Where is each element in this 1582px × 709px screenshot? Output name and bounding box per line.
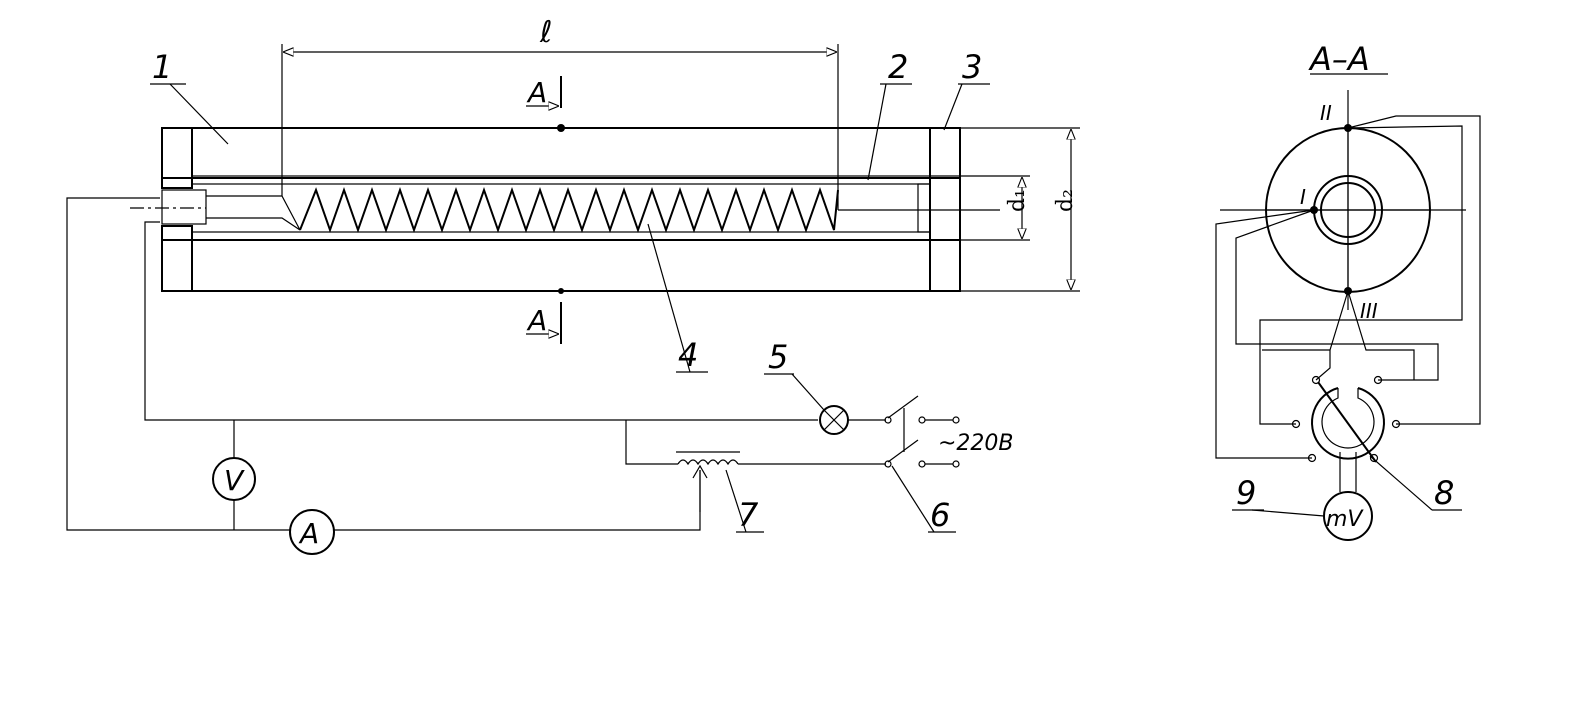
end-plug-right xyxy=(917,183,931,233)
thermocouple-point-bottom xyxy=(558,288,564,294)
label-point-II: II xyxy=(1320,101,1332,125)
section-title: A–A xyxy=(1308,40,1370,78)
selector-wiper xyxy=(1317,381,1377,463)
callout-8: 8 xyxy=(1434,474,1454,512)
autotransformer-coil xyxy=(677,459,739,466)
callout-7: 7 xyxy=(738,496,759,534)
section-marker-top: A xyxy=(526,76,562,109)
section-mark-label-bottom: A xyxy=(526,304,547,337)
callout-6: 6 xyxy=(930,496,950,534)
callout-9: 9 xyxy=(1236,474,1256,512)
thermocouple-point-top xyxy=(557,124,565,132)
supply-label: ~220B xyxy=(938,431,1014,456)
length-label: ℓ xyxy=(539,15,552,50)
label-point-I: I xyxy=(1300,185,1306,209)
length-dimension: ℓ xyxy=(281,15,839,210)
section-marker-bottom: A xyxy=(526,302,562,344)
millivoltmeter-label: mV xyxy=(1326,507,1364,532)
insulation-bottom xyxy=(161,239,961,292)
callout-4: 4 xyxy=(678,336,698,374)
label-point-III: III xyxy=(1360,299,1378,323)
voltmeter xyxy=(212,457,256,501)
selector-switch xyxy=(1311,387,1385,460)
end-cap-left-top xyxy=(161,127,193,189)
switch-blade xyxy=(887,395,919,419)
callout-5: 5 xyxy=(768,338,788,376)
tube-assembly xyxy=(130,124,1000,294)
tube-wall-bottom xyxy=(191,231,931,241)
diameter-dimensions: d₁ d₂ xyxy=(930,127,1080,292)
ammeter xyxy=(289,509,335,555)
heater-circuit: V A 5 7 ~220B 6 xyxy=(66,197,1014,555)
end-cap-left-bottom xyxy=(161,225,193,292)
d1-label: d₁ xyxy=(1005,189,1030,212)
d2-label: d₂ xyxy=(1053,189,1078,212)
callout-3: 3 xyxy=(962,48,982,86)
section-view: A–A I II III xyxy=(1215,40,1481,541)
lead-plug xyxy=(161,189,207,225)
ammeter-label: A xyxy=(298,517,319,550)
section-mark-label-top: A xyxy=(526,76,547,109)
callouts-main: 1 2 3 4 xyxy=(150,48,990,374)
voltmeter-label: V xyxy=(224,464,245,497)
heater-spiral xyxy=(299,186,839,234)
callout-2: 2 xyxy=(888,48,908,86)
callout-1: 1 xyxy=(152,48,172,86)
